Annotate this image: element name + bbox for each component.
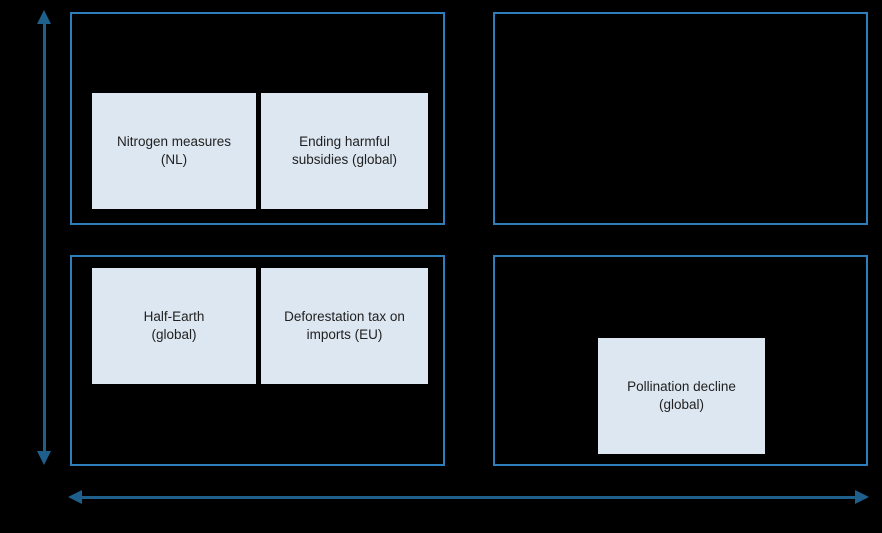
- arrow-down-icon: [37, 451, 51, 465]
- card-pollination-decline[interactable]: Pollination decline (global): [598, 338, 765, 454]
- card-label: Pollination decline (global): [627, 379, 736, 412]
- card-half-earth[interactable]: Half-Earth (global): [92, 268, 256, 384]
- quadrant-bottom-right: [493, 255, 868, 466]
- card-nitrogen-measures[interactable]: Nitrogen measures (NL): [92, 93, 256, 209]
- card-deforestation-tax-on-imports[interactable]: Deforestation tax on imports (EU): [261, 268, 428, 384]
- quadrant-bottom-left: [70, 255, 445, 466]
- quadrant-top-left: [70, 12, 445, 225]
- card-ending-harmful-subsidies[interactable]: Ending harmful subsidies (global): [261, 93, 428, 209]
- horizontal-axis-line: [78, 496, 861, 499]
- quadrant-top-right: [493, 12, 868, 225]
- arrow-up-icon: [37, 10, 51, 24]
- card-label: Nitrogen measures (NL): [116, 134, 232, 167]
- card-label: Ending harmful subsidies (global): [291, 134, 398, 167]
- card-label: Half-Earth (global): [143, 309, 205, 342]
- card-label: Deforestation tax on imports (EU): [284, 309, 405, 342]
- arrow-right-icon: [855, 490, 869, 504]
- vertical-axis-line: [43, 20, 46, 461]
- arrow-left-icon: [68, 490, 82, 504]
